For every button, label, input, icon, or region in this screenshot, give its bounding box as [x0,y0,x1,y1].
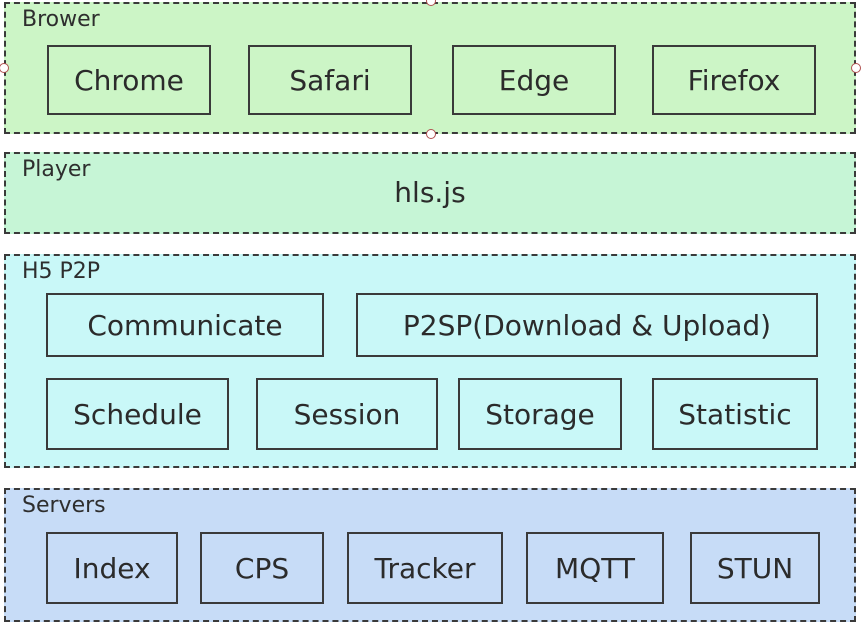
resize-handle-left[interactable] [0,63,9,73]
firefox-box[interactable]: Firefox [652,45,816,115]
servers-layer-label: Servers [22,493,106,518]
player-layer-label: Player [22,157,91,182]
p2sp-box[interactable]: P2SP(Download & Upload) [356,293,818,357]
chrome-box[interactable]: Chrome [47,45,211,115]
h5-p2p-layer[interactable]: H5 P2P Communicate P2SP(Download & Uploa… [4,254,856,468]
communicate-box[interactable]: Communicate [46,293,324,357]
edge-box[interactable]: Edge [452,45,616,115]
stun-box[interactable]: STUN [690,532,820,604]
mqtt-box[interactable]: MQTT [526,532,664,604]
safari-box[interactable]: Safari [248,45,412,115]
player-layer[interactable]: Player hls.js [4,152,856,234]
browser-layer[interactable]: Brower Chrome Safari Edge Firefox [4,2,856,134]
statistic-box[interactable]: Statistic [652,378,818,450]
resize-handle-bottom[interactable] [426,129,436,139]
schedule-box[interactable]: Schedule [46,378,229,450]
servers-layer[interactable]: Servers Index CPS Tracker MQTT STUN [4,488,856,622]
tracker-box[interactable]: Tracker [347,532,503,604]
index-box[interactable]: Index [46,532,178,604]
resize-handle-top[interactable] [426,0,436,6]
session-box[interactable]: Session [256,378,438,450]
h5-p2p-layer-label: H5 P2P [22,259,101,284]
cps-box[interactable]: CPS [200,532,324,604]
hlsjs-label: hls.js [394,176,466,209]
storage-box[interactable]: Storage [458,378,622,450]
browser-layer-label: Brower [22,7,100,32]
resize-handle-right[interactable] [851,63,861,73]
